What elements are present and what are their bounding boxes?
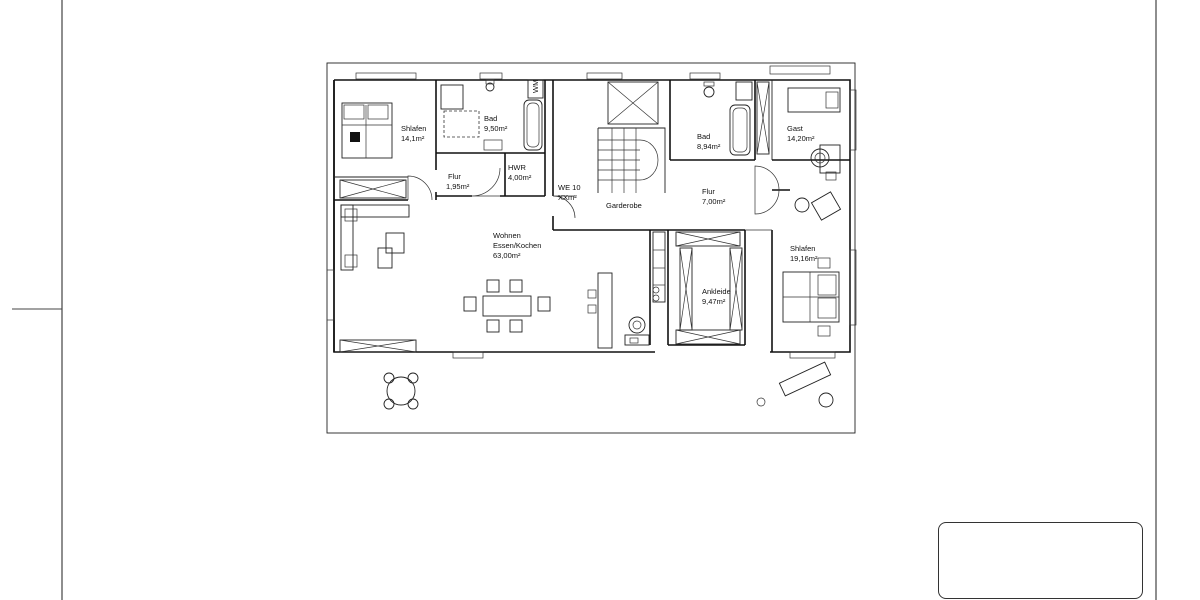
room-label-bad-2: Bad (697, 132, 710, 141)
room-area-flur-2: 7,00m² (702, 197, 726, 206)
guest-furniture (787, 87, 841, 181)
doors (407, 165, 780, 231)
building-outline (326, 62, 856, 434)
room-label-bad-1: Bad (484, 114, 497, 123)
room-label-schlafen-2: Shlafen (790, 244, 815, 253)
room-area-flur-1: 1,95m² (446, 182, 470, 191)
room-area-hwr: 4,00m² (508, 173, 532, 182)
room-area-schlafen-1: 14,1m² (401, 134, 425, 143)
title-block (938, 522, 1143, 599)
room-area-schlafen-2: 19,16m² (790, 254, 818, 263)
room-label-wohnen: Wohnen (493, 231, 521, 240)
room-sub-wohnen: Essen/Kochen (493, 241, 541, 250)
room-label-we: WE 10 (558, 183, 581, 192)
dining-table (463, 279, 551, 333)
living-furniture (340, 204, 410, 271)
flur-furniture (794, 191, 842, 221)
room-area-gast: 14,20m² (787, 134, 815, 143)
kitchen-island (587, 272, 660, 349)
wardrobes (339, 81, 770, 353)
windows (326, 65, 857, 359)
room-area-bad-1: 9,50m² (484, 124, 508, 133)
bath-1-fixtures (440, 79, 544, 151)
washer-label: WM (531, 80, 540, 93)
sheet-frame (12, 0, 1157, 600)
room-labels: Shlafen 14,1m² Bad 9,50m² HWR 4,00m² Flu… (401, 114, 818, 306)
room-area-bad-2: 8,94m² (697, 142, 721, 151)
room-label-garderobe: Garderobe (606, 201, 642, 210)
room-label-gast: Gast (787, 124, 804, 133)
room-area-we: XXm² (558, 193, 577, 202)
room-label-schlafen-1: Shlafen (401, 124, 426, 133)
bed-schlafen-1 (341, 102, 393, 159)
terrace-furniture (383, 361, 834, 410)
room-label-flur-2: Flur (702, 187, 715, 196)
room-label-hwr: HWR (508, 163, 526, 172)
interior-walls (334, 80, 850, 352)
room-label-flur-1: Flur (448, 172, 461, 181)
room-area-wohnen: 63,00m² (493, 251, 521, 260)
bath-2-fixtures (703, 81, 753, 156)
bed-schlafen-2 (782, 257, 840, 337)
room-area-ankleide: 9,47m² (702, 297, 726, 306)
room-label-ankleide: Ankleide (702, 287, 731, 296)
